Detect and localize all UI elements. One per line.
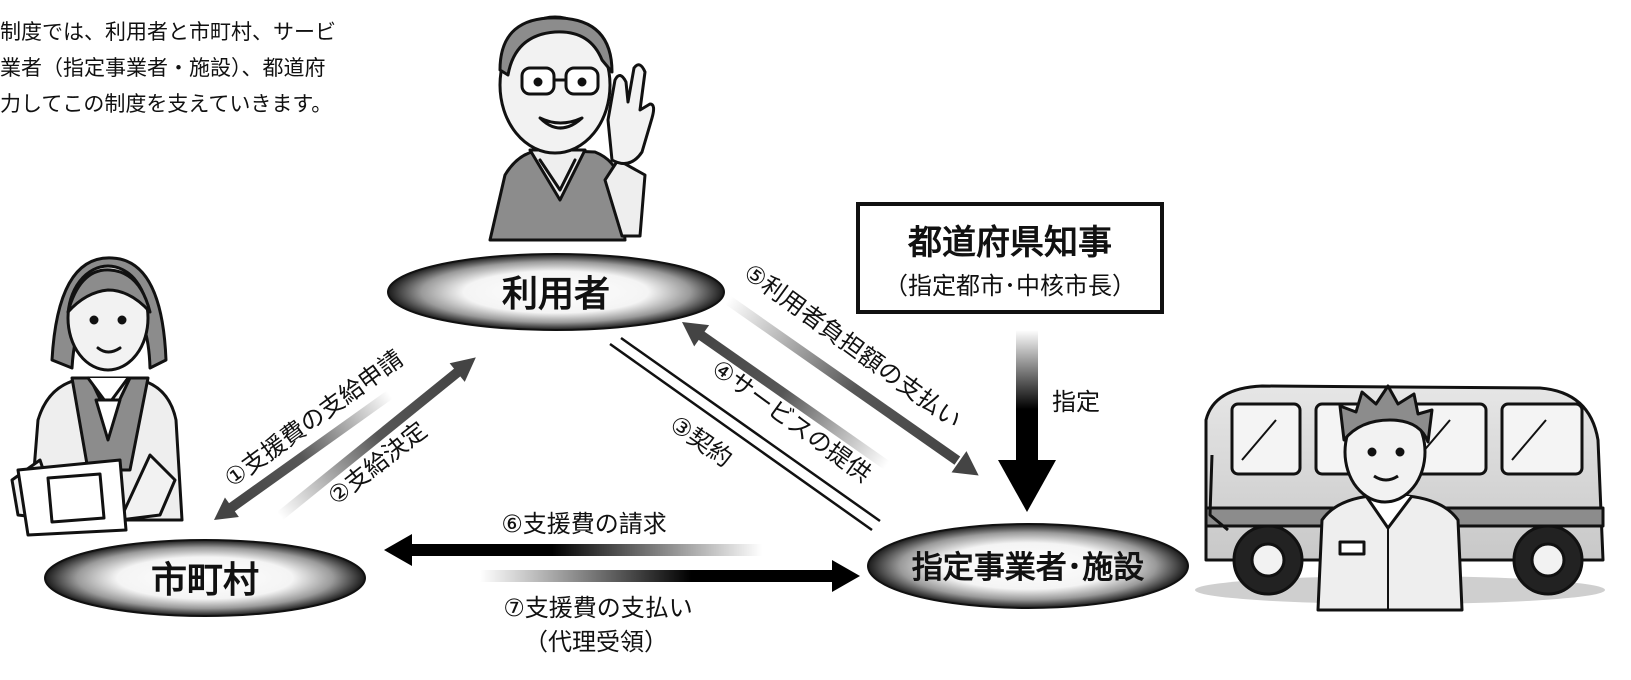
payment-note-label: （代理受領） [524, 628, 668, 656]
municipality-node-label: 市町村 [151, 560, 259, 601]
provider-node: 指定事業者･施設 [867, 523, 1189, 609]
intro-paragraph: 制度では、利用者と市町村、サービ 業者（指定事業者・施設）、都道府 力してこの制… [0, 14, 440, 122]
intro-line-2: 業者（指定事業者・施設）、都道府 [0, 56, 326, 80]
copay-arrow [725, 295, 979, 476]
provider-node-label: 指定事業者･施設 [912, 550, 1145, 586]
claim-arrow [384, 534, 762, 566]
payment-label: ⑦支援費の支払い [503, 594, 693, 622]
official-woman-illustration [10, 256, 184, 537]
designation-arrow [998, 330, 1056, 512]
apply-arrow [214, 390, 393, 520]
service-arrow [682, 322, 890, 470]
elderly-user-illustration [488, 15, 656, 242]
user-node-label: 利用者 [502, 274, 610, 315]
decision-arrow [276, 357, 476, 520]
governor-box: 都道府県知事 （指定都市･中核市長） [856, 202, 1164, 314]
service-label: ④サービスの提供 [706, 354, 876, 488]
user-node: 利用者 [387, 253, 725, 331]
van-worker-illustration [1195, 384, 1605, 612]
claim-label: ⑥支援費の請求 [501, 510, 667, 538]
governor-title: 都道府県知事 [907, 223, 1112, 263]
intro-line-3: 力してこの制度を支えていきます。 [0, 92, 333, 116]
municipality-node: 市町村 [44, 539, 366, 617]
contract-lines [609, 336, 881, 532]
intro-line-1: 制度では、利用者と市町村、サービ [0, 20, 336, 44]
contract-label: ③契約 [665, 410, 738, 473]
governor-subtitle: （指定都市･中核市長） [884, 272, 1136, 300]
designation-label: 指定 [1052, 388, 1100, 416]
payment-arrow [480, 560, 860, 592]
